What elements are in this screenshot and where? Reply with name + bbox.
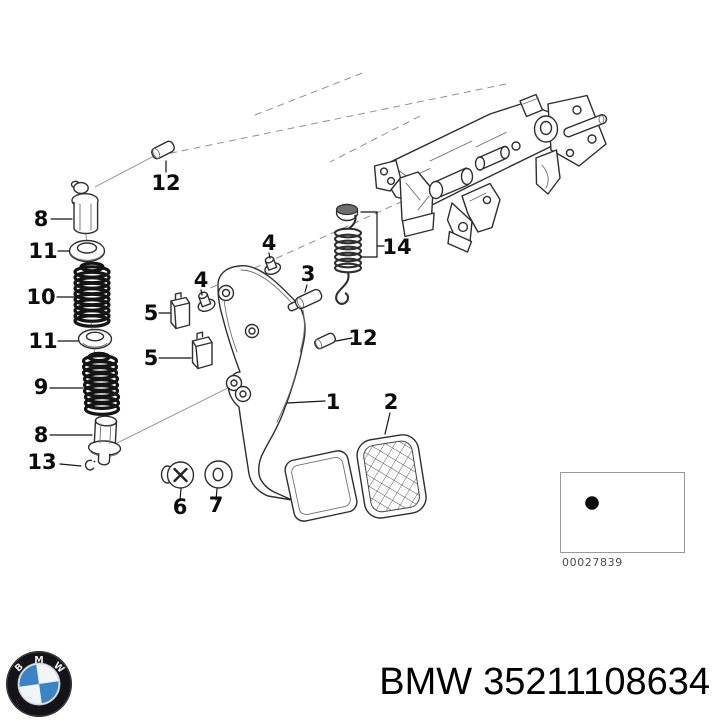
logo-letter-m: M [34,655,43,666]
washer-upper-drawing [68,239,106,263]
spring-upper-drawing [73,261,111,328]
part-label-4-upper: 4 [262,231,277,255]
part-label-11-lower: 11 [28,329,57,353]
part-label-4-lower: 4 [194,268,209,292]
grommet-drawing [204,460,233,489]
reference-dot [585,496,599,510]
image-number: 00027839 [562,556,623,569]
pedal-bracket-drawing [373,93,608,253]
bmw-logo: B M W [2,650,76,720]
screw-drawing [160,461,195,489]
part-label-12-lower: 12 [348,326,377,350]
brand-name: BMW [379,661,473,703]
part-label-9: 9 [34,375,49,399]
stop-buffer-lower-drawing [87,415,122,466]
bearing-shell-lower-drawing [191,331,213,370]
washer-lower-drawing [77,328,113,350]
part-label-1: 1 [326,390,341,414]
part-label-8-lower: 8 [34,423,49,447]
part-label-10: 10 [26,285,55,309]
part-label-8-upper: 8 [34,207,49,231]
pedal-pad-drawing [356,434,427,519]
part-label-11-upper: 11 [28,239,57,263]
part-label-14: 14 [382,235,411,259]
part-label-6: 6 [173,495,188,519]
bushing-lower-drawing [197,291,216,312]
reference-box: 00027839 [560,472,685,569]
part-label-13: 13 [27,450,56,474]
spring-lower-drawing [81,351,121,417]
part-label-2: 2 [384,390,399,414]
callout-labels: 1 2 3 4 4 5 5 6 7 8 8 9 10 11 11 12 12 1… [26,171,411,519]
part-number: 35211108634 [483,661,710,703]
bearing-shell-upper-drawing [170,292,191,330]
bmw-logo-quadrants [19,664,59,704]
part-label-5-lower: 5 [144,346,159,370]
part-label-12-upper: 12 [151,171,180,195]
pin-lower-drawing [313,332,337,350]
retaining-clip-drawing [84,459,96,471]
return-spring-drawing [333,203,385,305]
part-label-3: 3 [301,262,316,286]
pin-upper-drawing [151,140,175,160]
bolt-drawing [287,288,323,312]
part-label-5-upper: 5 [144,301,159,325]
part-label-7: 7 [209,493,224,517]
bushing-upper-drawing [264,256,282,275]
callout-leader-lines [49,160,391,501]
stop-buffer-upper-drawing [70,180,99,235]
